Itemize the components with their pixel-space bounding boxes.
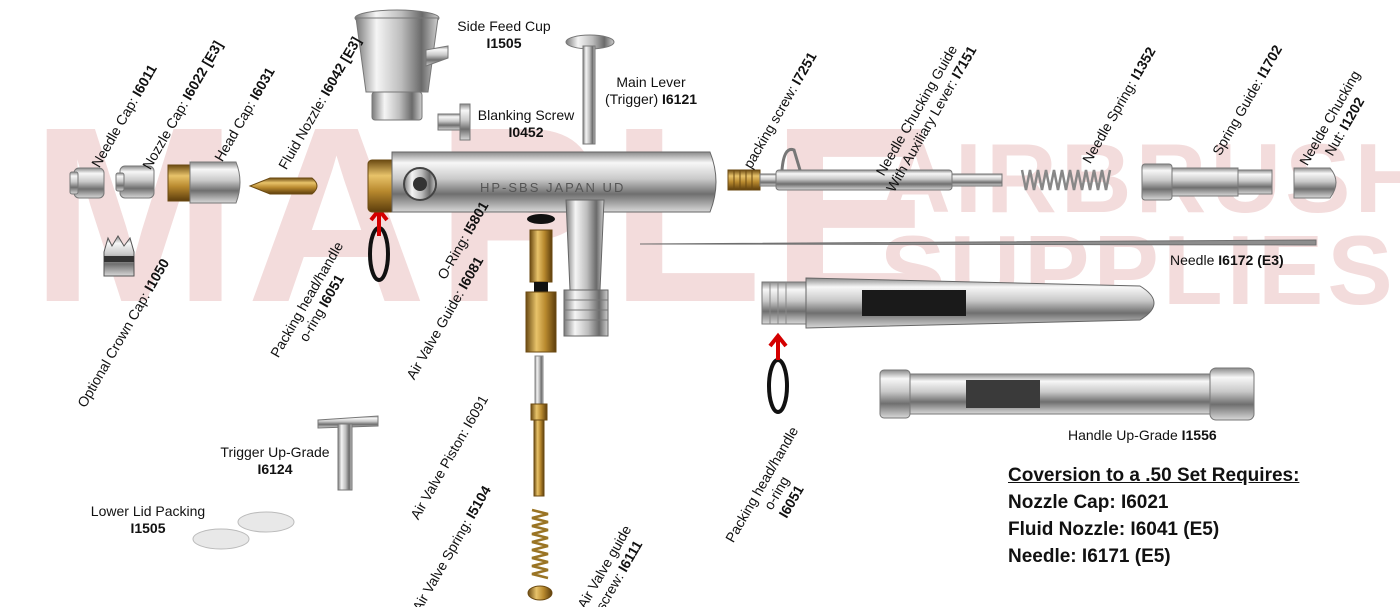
oring-right-part — [767, 332, 789, 414]
air-valve-spring-part — [531, 508, 549, 580]
spring-guide-part — [1141, 163, 1273, 201]
trigger-upgrade-part — [317, 415, 379, 491]
handle-upgrade-part — [879, 367, 1255, 421]
conversion-title: Coversion to a .50 Set Requires: — [1008, 465, 1300, 486]
blanking-screw-part — [437, 103, 471, 141]
air-valve-guide-part — [525, 229, 557, 353]
packing-screw-part — [727, 169, 777, 191]
head-cap-part — [167, 161, 241, 204]
conversion-item: Needle: I6171 (E5) — [1008, 546, 1171, 567]
needle-cap-part — [69, 167, 105, 199]
label-main-lever: Main Lever(Trigger) I6121 — [604, 74, 698, 107]
needle-chucking-nut-part — [1293, 167, 1337, 199]
label-handle-upgrade: Handle Up-Grade I1556 — [1068, 427, 1217, 443]
nozzle-cap-part — [115, 165, 155, 199]
air-valve-guide-screw-part — [527, 585, 553, 601]
body-engraving: HP-SBS JAPAN UD — [480, 180, 625, 195]
crown-cap-part — [103, 235, 135, 277]
main-lever-part — [565, 34, 615, 145]
needle-chucking-guide-part — [775, 147, 1003, 191]
needle-spring-part — [1020, 169, 1112, 191]
oring-left-part — [368, 206, 390, 282]
airbrush-body-part — [367, 151, 717, 337]
air-valve-piston-part — [530, 355, 548, 497]
air-valve-oring-part — [527, 214, 555, 224]
conversion-item: Fluid Nozzle: I6041 (E5) — [1008, 519, 1220, 540]
side-feed-cup-part — [354, 9, 449, 121]
fluid-nozzle-part — [248, 177, 318, 195]
conversion-notes: Coversion to a .50 Set Requires: Nozzle … — [1008, 462, 1299, 570]
conversion-item: Nozzle Cap: I6021 — [1008, 492, 1169, 513]
lower-lid-packing-part — [192, 511, 295, 550]
handle-part — [761, 277, 1155, 329]
label-needle: Needle I6172 (E3) — [1170, 252, 1284, 268]
needle-part — [639, 239, 1317, 246]
